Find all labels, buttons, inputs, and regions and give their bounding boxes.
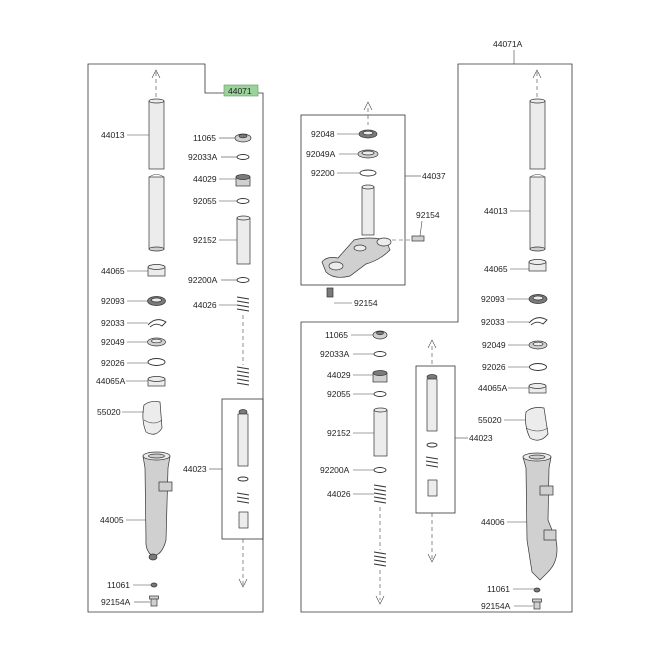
label-55020-left[interactable]: 55020 xyxy=(97,407,121,417)
label-92154-lower[interactable]: 92154 xyxy=(354,298,378,308)
label-44029-right[interactable]: 44029 xyxy=(327,370,351,380)
right-inner-labels: 11065 92033A 44029 92055 92152 92200A 44… xyxy=(320,330,374,499)
oring-92055-right xyxy=(373,391,387,397)
top-bracket-parts xyxy=(321,101,425,298)
label-44013-right[interactable]: 44013 xyxy=(484,206,508,216)
steering-stem-44037 xyxy=(361,186,375,236)
label-92093-right[interactable]: 92093 xyxy=(481,294,505,304)
label-92154a-left[interactable]: 92154A xyxy=(101,597,131,607)
label-11065-left[interactable]: 11065 xyxy=(193,133,216,143)
right-assembly-frame xyxy=(300,63,573,613)
outer-tube-44006 xyxy=(522,456,558,581)
bolt-92154-upper xyxy=(411,235,425,242)
spring-44026-left xyxy=(236,296,250,312)
label-44013-left[interactable]: 44013 xyxy=(101,130,125,140)
label-44071[interactable]: 44071 xyxy=(228,86,252,96)
label-92200a-left[interactable]: 92200A xyxy=(188,275,218,285)
label-44023-right[interactable]: 44023 xyxy=(469,433,493,443)
label-44037[interactable]: 44037 xyxy=(422,171,446,181)
label-92152-right[interactable]: 92152 xyxy=(327,428,351,438)
label-92033-left[interactable]: 92033 xyxy=(101,318,125,328)
label-92026-left[interactable]: 92026 xyxy=(101,358,125,368)
label-92154-upper[interactable]: 92154 xyxy=(416,210,440,220)
spacer-92152-right xyxy=(373,409,388,457)
label-44065-left[interactable]: 44065 xyxy=(101,266,125,276)
label-92154a-right[interactable]: 92154A xyxy=(481,601,511,611)
label-92026-right[interactable]: 92026 xyxy=(482,362,506,372)
right-44023-group: 44023 xyxy=(415,339,493,563)
label-92049a-top[interactable]: 92049A xyxy=(306,149,336,159)
inner-tube-upper xyxy=(148,100,165,170)
label-55020-right[interactable]: 55020 xyxy=(478,415,502,425)
inner-tube-lower xyxy=(148,176,165,250)
label-11065-right[interactable]: 11065 xyxy=(325,330,348,340)
label-44006[interactable]: 44006 xyxy=(481,517,505,527)
outer-tube-44005 xyxy=(142,455,171,557)
label-44065-right[interactable]: 44065 xyxy=(484,264,508,274)
top-bracket-frame xyxy=(300,114,406,286)
label-11061-left[interactable]: 11061 xyxy=(107,580,130,590)
washer-92200 xyxy=(359,169,377,177)
right-outer-labels: 44013 44065 92093 92033 92049 92026 4406… xyxy=(478,206,534,611)
label-44023-left[interactable]: 44023 xyxy=(183,464,207,474)
inner-tube-upper-right xyxy=(529,100,546,170)
left-outer-labels: 44013 44065 92093 92033 92049 92026 4406… xyxy=(96,130,151,607)
label-92200[interactable]: 92200 xyxy=(311,168,335,178)
label-92200a-right[interactable]: 92200A xyxy=(320,465,350,475)
label-44071a[interactable]: 44071A xyxy=(493,39,523,49)
protector-55020-right xyxy=(525,407,549,441)
label-92033a-right[interactable]: 92033A xyxy=(320,349,350,359)
label-44065a-right[interactable]: 44065A xyxy=(478,383,508,393)
left-inner-column xyxy=(221,133,264,588)
right-outer-column xyxy=(522,69,558,610)
label-92049-left[interactable]: 92049 xyxy=(101,337,125,347)
ring-92033a-right xyxy=(373,351,387,357)
label-92033a-left[interactable]: 92033A xyxy=(188,152,218,162)
highlight-box-44071 xyxy=(223,84,259,97)
clip-92033 xyxy=(147,319,167,328)
oring-92055-left xyxy=(236,198,250,204)
washer-92200a-right xyxy=(373,467,387,473)
spring-44026-right xyxy=(373,484,387,504)
label-44026-right[interactable]: 44026 xyxy=(327,489,351,499)
protector-55020 xyxy=(142,401,163,435)
top-bracket-labels: 92048 92049A 92200 44037 92154 92154 xyxy=(306,129,446,308)
spacer-92152-left xyxy=(236,217,251,265)
right-inner-column xyxy=(372,330,388,605)
gasket-11061 xyxy=(150,582,158,588)
label-92055-left[interactable]: 92055 xyxy=(193,196,217,206)
inner-tube-lower-right xyxy=(529,176,546,250)
label-92055-right[interactable]: 92055 xyxy=(327,389,351,399)
label-92049-right[interactable]: 92049 xyxy=(482,340,506,350)
ring-92033a-left xyxy=(236,154,250,160)
label-92033-right[interactable]: 92033 xyxy=(481,317,505,327)
label-92152-left[interactable]: 92152 xyxy=(193,235,217,245)
label-44065a-left[interactable]: 44065A xyxy=(96,376,126,386)
label-92048[interactable]: 92048 xyxy=(311,129,335,139)
label-44026-left[interactable]: 44026 xyxy=(193,300,217,310)
washer-92200a-left xyxy=(236,277,250,283)
label-44005[interactable]: 44005 xyxy=(100,515,124,525)
label-44029-left[interactable]: 44029 xyxy=(193,174,217,184)
washer-92026 xyxy=(147,358,166,366)
left-assembly-frame xyxy=(87,63,264,613)
washer-92026-right xyxy=(529,363,547,371)
label-11061-right[interactable]: 11061 xyxy=(487,584,510,594)
gasket-11061-right xyxy=(533,587,541,593)
clip-92033-right xyxy=(528,317,548,326)
label-92093-left[interactable]: 92093 xyxy=(101,296,125,306)
box-44023-right xyxy=(415,365,456,514)
left-outer-column xyxy=(142,69,173,607)
left-inner-labels: 11065 92033A 44029 92055 92152 92200A 44… xyxy=(183,133,237,474)
bolt-92154-lower xyxy=(326,287,334,298)
